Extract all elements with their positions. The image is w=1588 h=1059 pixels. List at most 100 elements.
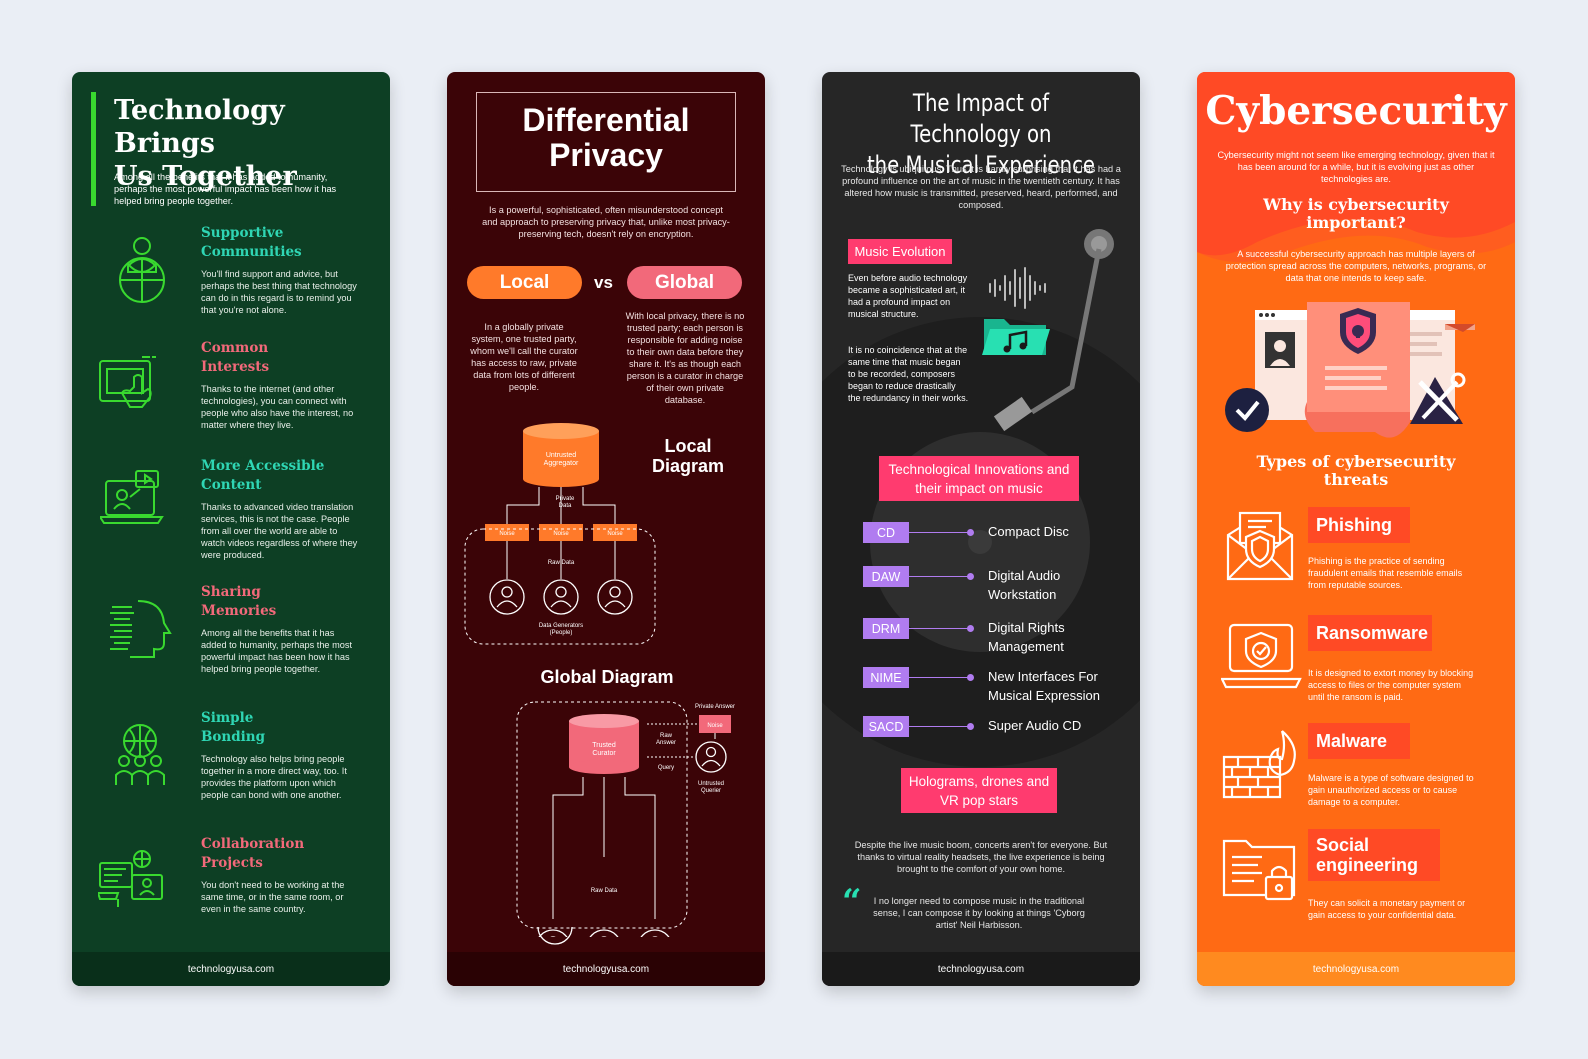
threat-name-badge: Malware	[1308, 723, 1410, 759]
term-connector-line	[909, 628, 969, 629]
term-abbr-badge: CD	[863, 522, 909, 543]
panel4-title: Cybersecurity	[1205, 88, 1507, 134]
panel3-outro: Despite the live music boom, concerts ar…	[854, 840, 1108, 874]
globe-people-icon	[115, 724, 165, 785]
term-connector-dot	[967, 529, 974, 536]
holograms-banner: Holograms, drones and VR pop stars	[901, 768, 1057, 813]
threat-item: Ransomware It is designed to extort money…	[1197, 615, 1515, 719]
private-answer-label: Private Answer	[695, 704, 735, 710]
tonearm-graphic	[993, 229, 1114, 432]
panel-cybersecurity: Cybersecurity Cybersecurity might not se…	[1197, 72, 1515, 986]
private-data-label-2: Data	[559, 503, 572, 509]
untrusted-querier-label-1: Untrusted	[698, 781, 724, 787]
svg-text:Noise: Noise	[607, 531, 623, 537]
term-abbr-badge: DAW	[863, 566, 909, 587]
benefit-text: Technology also helps bring people toget…	[201, 754, 347, 800]
people-icons-global-row	[537, 927, 573, 945]
head-memory-icon	[110, 600, 172, 658]
term-connector-line	[909, 677, 969, 678]
global-diagram-title: Global Diagram	[540, 667, 674, 687]
curator-to-people-connectors	[552, 777, 656, 919]
untrusted-aggregator-label-2: Aggregator	[544, 460, 579, 467]
global-dashed-boundary	[516, 701, 688, 929]
collaboration-icon	[98, 850, 163, 907]
why-text: A successful cybersecurity approach has …	[1225, 249, 1487, 283]
raw-answer-label-2: Answer	[656, 740, 676, 746]
quote-mark-icon: “	[842, 882, 862, 922]
panel-differential-privacy: Differential Privacy Is a powerful, soph…	[447, 72, 765, 986]
benefit-text: You'll find support and advice, but perh…	[201, 269, 357, 315]
svg-text:Noise: Noise	[499, 531, 515, 537]
threat-text: It is designed to extort money by blocki…	[1308, 668, 1474, 702]
innovations-banner: Technological Innovations and their impa…	[879, 456, 1079, 501]
music-evolution-tag: Music Evolution	[848, 239, 952, 264]
folder-lock-icon	[1222, 839, 1296, 901]
touch-screen-icon	[99, 356, 156, 408]
soundwave-icon	[989, 267, 1046, 309]
term-full-name: Compact Disc	[988, 524, 1069, 539]
private-data-label-1: Private	[556, 496, 575, 502]
noise-box-2: Noise	[539, 524, 583, 541]
threat-name-badge: Ransomware	[1308, 615, 1432, 651]
term-connector-dot	[967, 625, 974, 632]
laptop-shield-icon	[1221, 623, 1302, 689]
panel3-intro: Technology is ubiquitous. Thus it is har…	[841, 164, 1121, 210]
footer-link[interactable]: technologyusa.com	[562, 963, 650, 975]
evolution-text-2: It is no coincidence that at the same ti…	[848, 345, 969, 403]
aggregator-connectors	[506, 487, 616, 524]
global-text: With local privacy, there is no trusted …	[625, 311, 745, 405]
untrusted-querier-icon	[695, 741, 727, 773]
data-generators-label-2: (People)	[550, 630, 573, 636]
security-illustration	[1225, 302, 1475, 438]
local-diagram-title: Local Diagram	[651, 436, 725, 476]
noise-box-3: Noise	[593, 524, 637, 541]
noise-connectors	[506, 541, 616, 579]
raw-data-label: Raw Data	[548, 560, 575, 566]
curator-connectors	[647, 723, 716, 758]
firewall-icon	[1222, 730, 1296, 799]
video-laptop-icon	[100, 470, 164, 524]
person-globe-icon	[119, 237, 165, 303]
term-connector-dot	[967, 674, 974, 681]
term-connector-line	[909, 726, 969, 727]
term-connector-line	[909, 576, 969, 577]
quote-text: I no longer need to compose music in the…	[873, 896, 1085, 930]
footer-link[interactable]: technologyusa.com	[1312, 963, 1400, 975]
local-text: In a globally private system, one truste…	[470, 322, 578, 392]
title-box	[476, 92, 736, 192]
panel4-footer: technologyusa.com	[1197, 952, 1515, 986]
untrusted-querier-label-2: Querier	[701, 788, 721, 794]
local-dashed-boundary	[464, 528, 656, 645]
footer-link[interactable]: technologyusa.com	[187, 963, 275, 975]
email-shield-icon	[1226, 511, 1294, 581]
svg-text:Noise: Noise	[707, 723, 723, 729]
threat-text: Phishing is the practice of sending frau…	[1308, 556, 1463, 590]
threat-text: They can solicit a monetary payment or g…	[1308, 898, 1466, 920]
ribbon-shape	[1445, 324, 1475, 332]
untrusted-aggregator-label-1: Untrusted	[546, 452, 576, 459]
vs-label: vs	[594, 273, 613, 292]
checkmark-badge-icon	[1225, 388, 1269, 432]
svg-text:Noise: Noise	[553, 531, 569, 537]
doc-line	[1325, 366, 1387, 370]
untrusted-aggregator-cylinder	[523, 423, 599, 487]
types-heading: Types of cybersecurity threats	[1256, 452, 1456, 489]
term-full-name: Super Audio CD	[988, 718, 1082, 733]
footer-link[interactable]: technologyusa.com	[937, 963, 1025, 975]
panel-technology-brings-us-together: Technology Brings Us Together Among all …	[72, 72, 390, 986]
panel4-intro: Cybersecurity might not seem like emergi…	[1217, 150, 1495, 184]
benefit-text: Thanks to advanced video translation ser…	[201, 502, 358, 560]
benefit-text: You don't need to be working at the same…	[201, 880, 345, 914]
title-accent-bar	[91, 92, 96, 206]
benefit-text: Thanks to the internet (and other techno…	[201, 384, 354, 430]
panel1-intro: Among all the benefits that it has added…	[114, 172, 337, 206]
